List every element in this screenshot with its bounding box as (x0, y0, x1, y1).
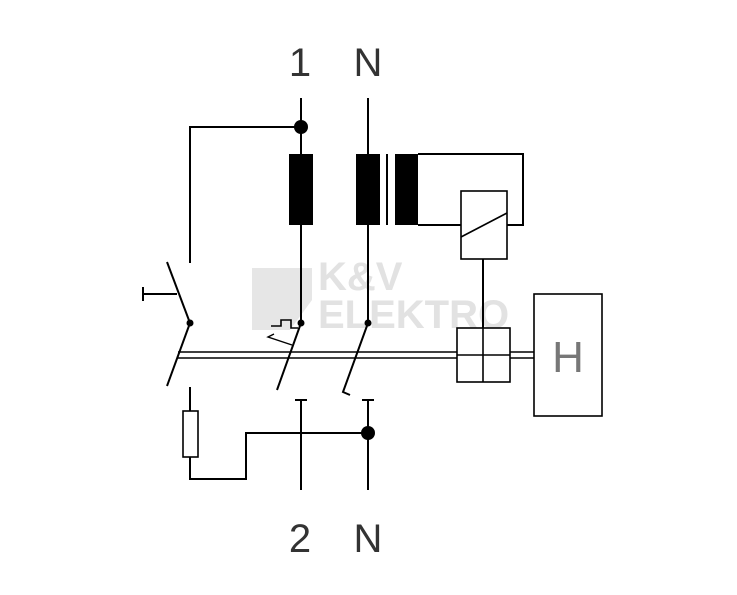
neutral-primary-coil (356, 154, 380, 225)
phase-primary-coil (289, 154, 313, 225)
test-button-contact (166, 261, 191, 324)
neutral-switch-blade (341, 322, 369, 396)
h-block (533, 293, 603, 417)
test-resistor (182, 410, 199, 458)
pivot-dot (186, 319, 194, 327)
junction-dot-top (294, 120, 308, 134)
transformer-core (386, 154, 388, 225)
secondary-wire (418, 153, 524, 226)
h-block-label: H (552, 333, 584, 382)
watermark-line1: K&V (318, 255, 403, 299)
pivot-dot (364, 319, 372, 327)
watermark-line2: ELEKTRO (318, 293, 509, 337)
pivot-dot (297, 319, 305, 327)
test-circuit-wire (189, 126, 301, 263)
release-arrow-icon (266, 333, 293, 346)
terminal-label-1: 1 (289, 41, 311, 85)
terminal-label-n-bottom: N (354, 517, 383, 561)
test-return-wire (189, 432, 368, 480)
overcurrent-release-icon (271, 319, 298, 329)
watermark-logo: K&V ELEKTRO (252, 255, 509, 337)
relay-diagonal (460, 212, 508, 238)
junction-dot-bottom (361, 426, 375, 440)
test-switch-blade (166, 322, 191, 387)
secondary-coil (395, 154, 418, 225)
terminal-label-n-top: N (354, 41, 383, 85)
terminal-label-2: 2 (289, 517, 311, 561)
phase-switch-blade (276, 322, 302, 391)
